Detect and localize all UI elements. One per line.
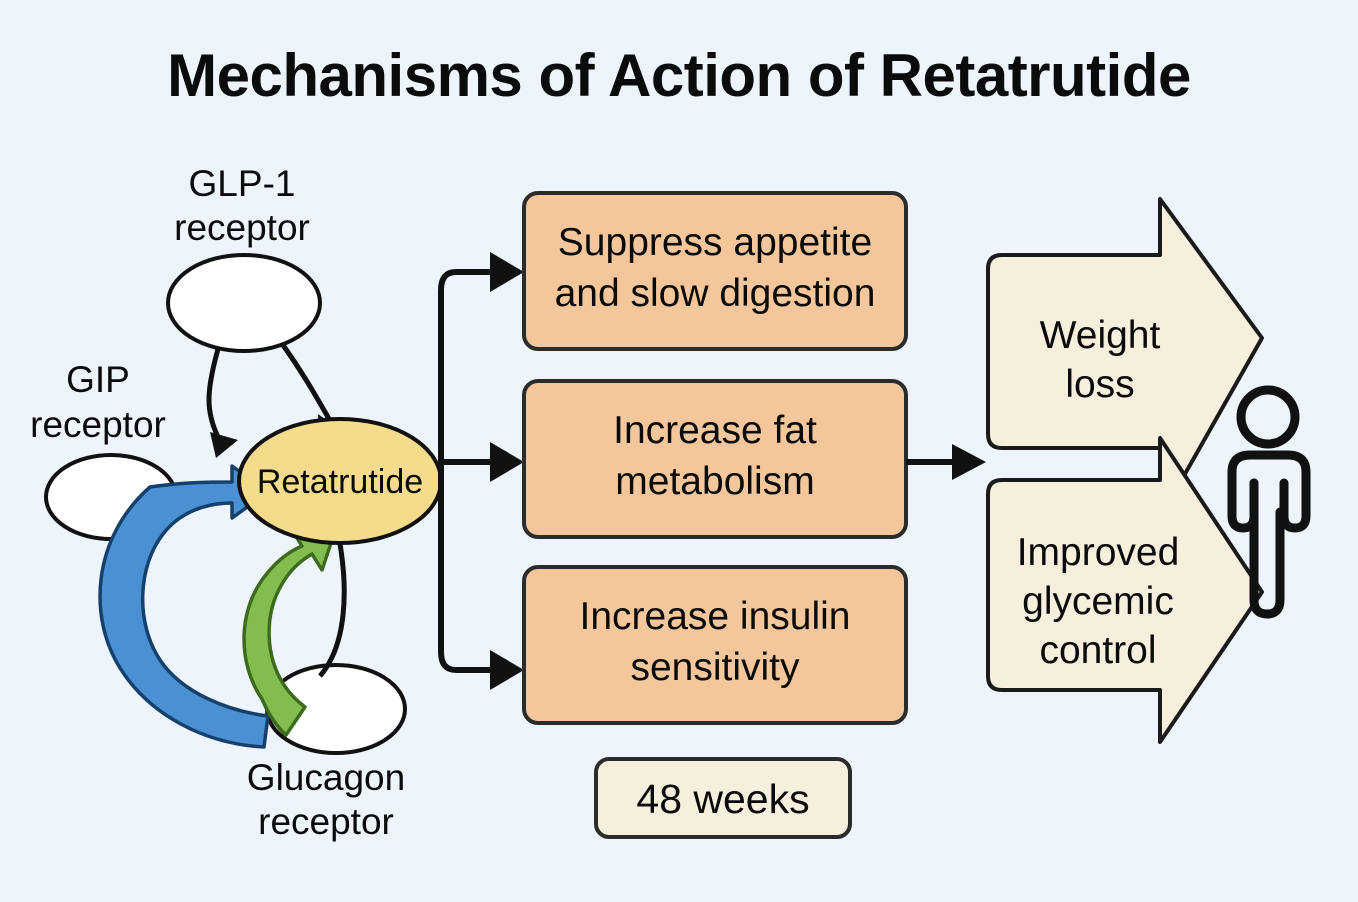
person-icon <box>1227 385 1311 619</box>
effect-box-fat-line1: Increase fat <box>613 409 817 452</box>
outcome-arrow-glycemic-control[interactable] <box>986 436 1264 744</box>
outcome-arrow-glycemic-line1: Improved <box>1017 531 1180 574</box>
gip-receptor-label-line1: GIP <box>66 359 130 400</box>
person-icon-legs <box>1249 478 1285 619</box>
glucagon-receptor-label-line1: Glucagon <box>247 757 405 798</box>
outcome-arrow-weight-loss-line1: Weight <box>1040 314 1161 357</box>
duration-label: 48 weeks <box>636 776 809 822</box>
retatrutide-label: Retatrutide <box>257 463 423 501</box>
branch-trunk <box>438 269 466 673</box>
effect-box-insulin-line1: Increase insulin <box>580 595 851 638</box>
effects-to-outcomes-arrowhead <box>952 444 986 480</box>
glp1-to-drug-curve-right <box>280 343 335 426</box>
glp1-receptor-ellipse[interactable] <box>166 253 322 353</box>
effect-box-fat[interactable] <box>522 379 908 539</box>
effect-box-fat-line2: metabolism <box>615 460 814 503</box>
drug-to-glucagon-curve <box>318 527 347 678</box>
person-icon-head <box>1236 385 1300 449</box>
branch-bottom-arrowhead <box>490 650 524 690</box>
effect-box-appetite-line1: Suppress appetite <box>558 221 872 264</box>
person-icon-torso-arms <box>1227 450 1311 533</box>
blue-curved-arrow-icon <box>98 464 270 749</box>
glp1-to-drug-arrowhead-left <box>210 432 238 458</box>
duration-box[interactable] <box>594 757 852 839</box>
effect-box-appetite[interactable] <box>522 191 908 351</box>
green-curved-arrow-icon <box>242 526 338 737</box>
glp1-receptor-label-line2: receptor <box>174 207 310 248</box>
outcome-arrow-glycemic-line2: glycemic <box>1022 580 1174 623</box>
glucagon-receptor-label-line2: receptor <box>258 801 394 842</box>
glp1-receptor-label-line1: GLP-1 <box>189 163 296 204</box>
branch-middle-arrowhead <box>490 442 524 482</box>
gip-receptor-label-line2: receptor <box>30 404 166 445</box>
outcome-arrow-glycemic-line3: control <box>1039 629 1156 672</box>
figure-title: Mechanisms of Action of Retatrutide <box>167 42 1191 109</box>
effect-box-insulin[interactable] <box>522 565 908 725</box>
effect-box-appetite-line2: and slow digestion <box>555 272 876 315</box>
glp1-to-drug-curve-left <box>206 348 221 439</box>
outcome-arrow-weight-loss-line2: loss <box>1065 363 1134 406</box>
effect-box-insulin-line2: sensitivity <box>630 646 800 689</box>
branch-top-arrowhead <box>490 252 524 292</box>
